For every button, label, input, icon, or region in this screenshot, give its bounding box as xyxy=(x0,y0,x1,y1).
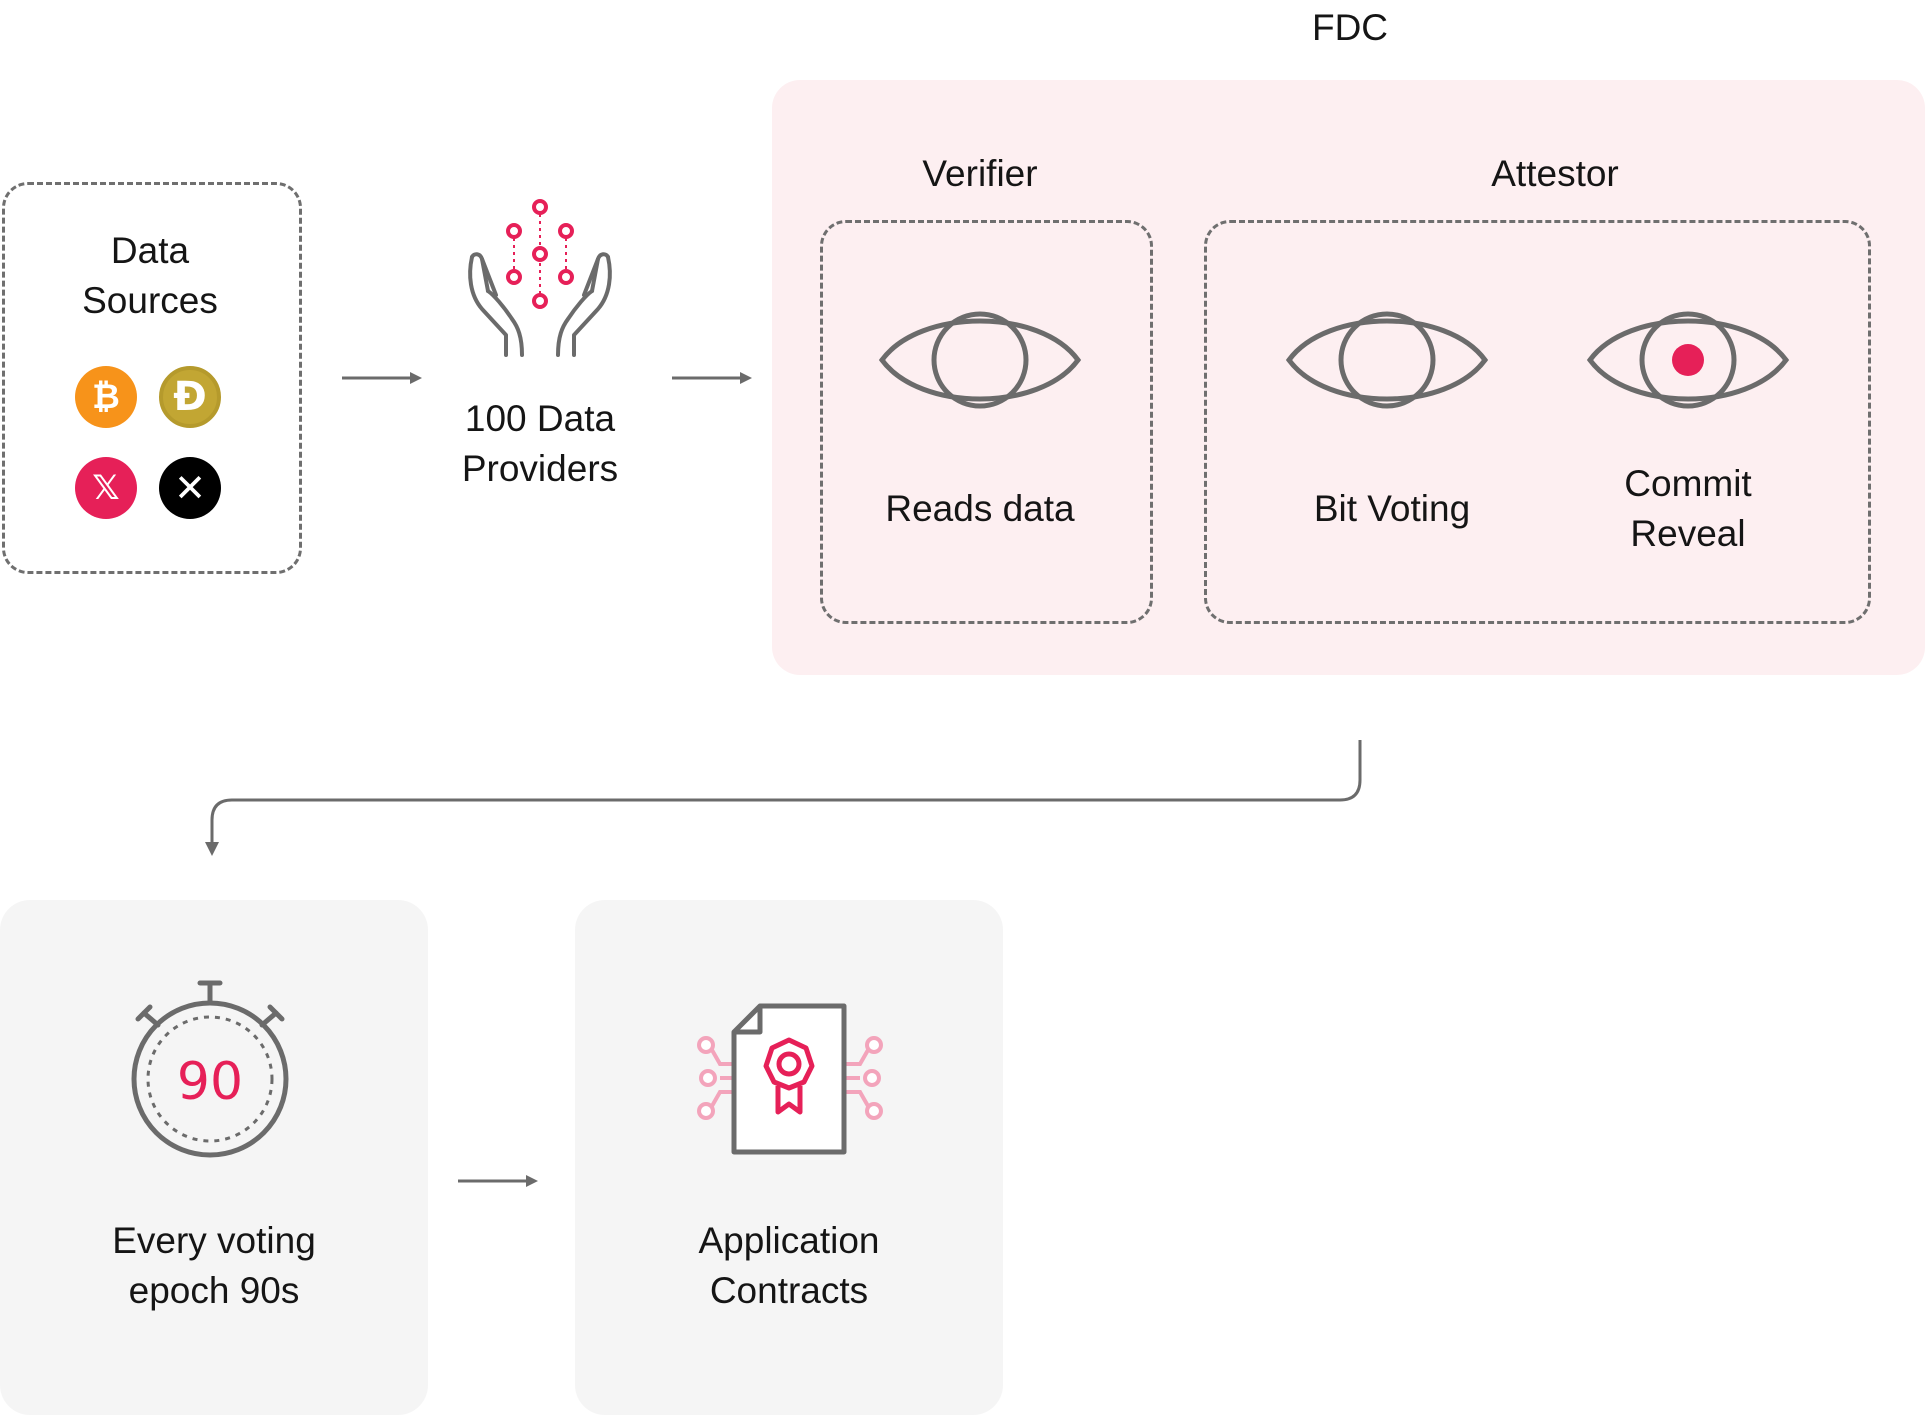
data-sources-label-line2: Sources xyxy=(82,280,218,321)
verifier-title: Verifier xyxy=(922,153,1038,194)
epoch-label-line2: epoch 90s xyxy=(128,1270,300,1311)
eye-with-pupil-icon xyxy=(1586,311,1790,409)
contracts-card xyxy=(575,900,1003,1415)
commit-reveal-label-line1: Commit xyxy=(1624,463,1752,504)
stopwatch-icon: 90 xyxy=(131,980,289,1158)
providers-label-line2: Providers xyxy=(461,448,619,489)
data-sources-box xyxy=(2,182,302,574)
fdc-title: FDC xyxy=(1311,7,1389,48)
bitcoin-icon: ₿ xyxy=(75,366,137,428)
bit-voting-label: Bit Voting xyxy=(1313,488,1471,529)
arrow-right-icon xyxy=(672,372,752,384)
xrp-icon: ✕ xyxy=(159,457,221,519)
attestor-box xyxy=(1204,220,1871,624)
data-providers-icon xyxy=(468,199,612,357)
epoch-number: 90 xyxy=(177,1052,243,1112)
eye-icon xyxy=(878,311,1082,409)
commit-reveal-label-line2: Reveal xyxy=(1630,513,1746,554)
contract-certificate-icon xyxy=(697,1003,883,1155)
x-logo-icon: 𝕏 xyxy=(75,457,137,519)
epoch-card xyxy=(0,900,428,1415)
dogecoin-icon: Ð xyxy=(159,366,221,428)
contracts-label-line1: Application xyxy=(698,1220,880,1261)
reads-data-label: Reads data xyxy=(885,488,1075,529)
contracts-label-line2: Contracts xyxy=(709,1270,869,1311)
attestor-title: Attestor xyxy=(1491,153,1619,194)
verifier-box xyxy=(820,220,1153,624)
arrow-right-icon xyxy=(458,1175,538,1187)
epoch-label-line1: Every voting xyxy=(112,1220,316,1261)
providers-label-line1: 100 Data xyxy=(464,398,616,439)
arrow-right-icon xyxy=(342,372,422,384)
data-sources-label-line1: Data xyxy=(110,230,190,271)
eye-icon xyxy=(1285,311,1489,409)
